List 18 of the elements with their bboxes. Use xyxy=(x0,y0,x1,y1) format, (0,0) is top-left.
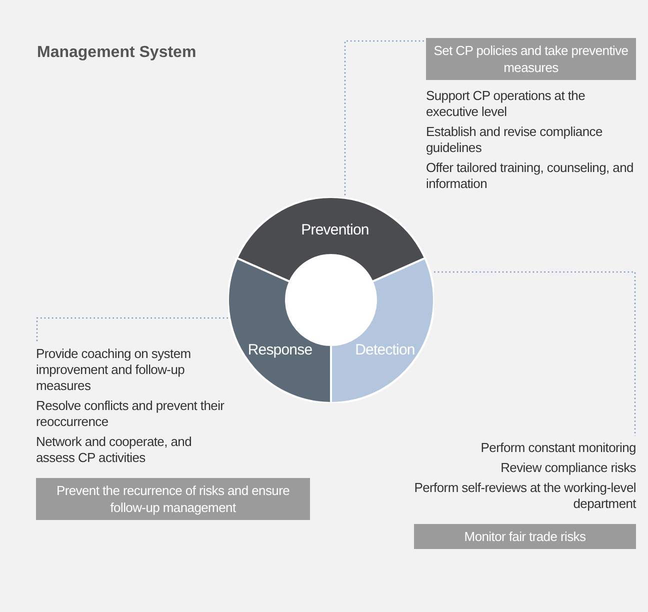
leader-line xyxy=(434,271,636,436)
bullet-text: Network and cooperate, and assess CP activities xyxy=(36,434,193,466)
heading-box: Prevent the recurrence of risks and ensure follow-up management xyxy=(36,478,310,520)
heading-box: Set CP policies and take preventive measures xyxy=(426,38,636,80)
bullet-text: Resolve conflicts and prevent their reoccurrence xyxy=(36,398,226,430)
bullet-text: Establish and revise compliance guidelines xyxy=(426,124,604,156)
segment-label: Prevention xyxy=(301,222,369,238)
bullet-text: Provide coaching on system improvement and follow-up measures xyxy=(36,346,192,394)
bullet-text: Perform self-reviews at the working-level department xyxy=(414,480,636,512)
diagram-title: Management System xyxy=(37,44,196,62)
bullet-text: Support CP operations at the executive level xyxy=(426,88,586,120)
leader-line xyxy=(36,317,228,342)
heading-box: Monitor fair trade risks xyxy=(414,524,636,549)
bullet-text: Review compliance risks xyxy=(500,460,636,476)
segment-label: Response xyxy=(248,342,312,358)
bullet-text: Offer tailored training, counseling, and information xyxy=(426,160,634,192)
bullet-text: Perform constant monitoring xyxy=(480,440,636,456)
segment-label: Detection xyxy=(355,342,415,358)
